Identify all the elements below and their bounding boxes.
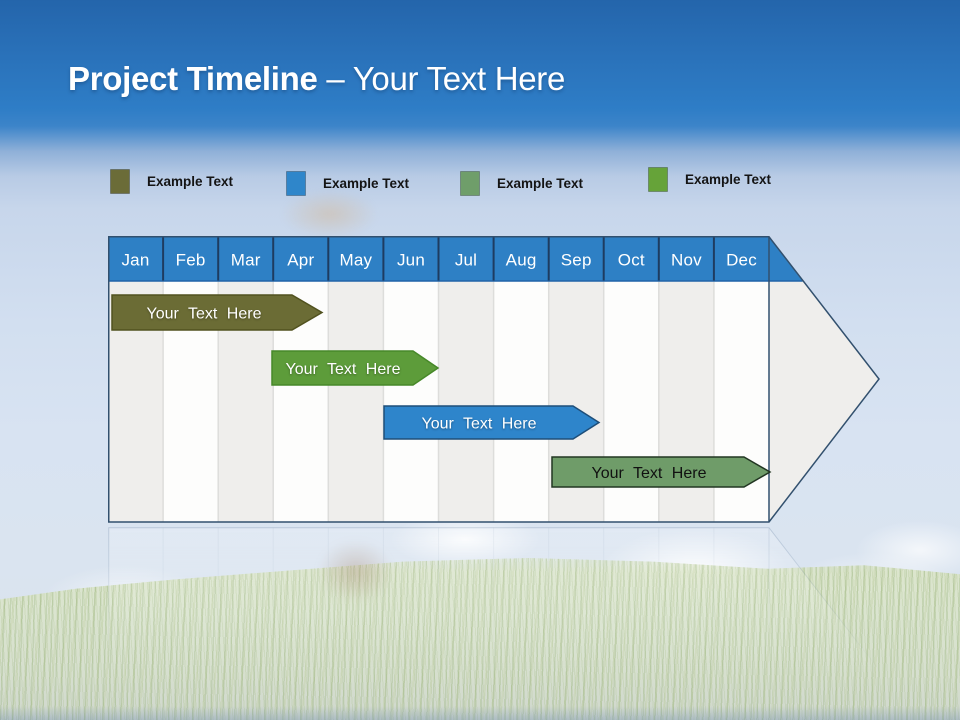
timeline-diagram: Jan Feb Mar Apr May Jun Jul Aug Sep Oct … — [108, 236, 880, 524]
month-label: May — [340, 251, 373, 270]
timeline-reflection — [108, 527, 880, 692]
legend-item-3: Example Text — [460, 171, 583, 196]
month-header-band — [109, 237, 803, 281]
legend-label: Example Text — [497, 176, 584, 191]
legend-item-1: Example Text — [110, 169, 233, 194]
milestone-label: Your Text Here — [147, 306, 262, 323]
timeline-arrow-outline — [108, 236, 880, 523]
legend-label: Example Text — [147, 174, 234, 189]
month-label: Jun — [397, 251, 425, 270]
legend-swatch-sage — [460, 171, 480, 196]
title-dash: – — [326, 60, 345, 97]
legend-label: Example Text — [685, 172, 772, 187]
legend-item-2: Example Text — [286, 171, 409, 196]
month-label: Aug — [506, 251, 537, 270]
month-label: Apr — [287, 251, 314, 270]
bottom-edge-tint — [0, 706, 960, 720]
legend-swatch-green — [648, 167, 668, 192]
month-label: Feb — [176, 251, 206, 270]
milestone-label: Your Text Here — [422, 416, 537, 433]
month-label: Nov — [671, 251, 702, 270]
milestone-label: Your Text Here — [592, 465, 707, 482]
slide-title-main: Project Timeline — [68, 60, 318, 97]
slide-title: Project Timeline – Your Text Here — [68, 60, 565, 98]
month-label: Mar — [231, 251, 261, 270]
header-cell-borders — [162, 237, 715, 281]
milestone-arrow-3: Your Text Here — [383, 405, 601, 440]
milestone-arrow-4: Your Text Here — [551, 456, 772, 488]
slide-title-placeholder: Your Text Here — [352, 60, 566, 97]
month-label: Dec — [726, 251, 757, 270]
month-label: Oct — [618, 251, 645, 270]
legend-label: Example Text — [323, 176, 410, 191]
legend-swatch-olive — [110, 169, 130, 194]
month-label: Jul — [455, 251, 477, 270]
faded-photo-artifact — [318, 540, 393, 602]
legend-swatch-blue — [286, 171, 306, 196]
month-label: Sep — [561, 251, 592, 270]
milestone-label: Your Text Here — [286, 361, 401, 378]
milestone-arrow-2: Your Text Here — [271, 350, 440, 386]
grass-background — [0, 558, 960, 720]
legend-item-4: Example Text — [648, 167, 771, 192]
milestone-arrow-1: Your Text Here — [111, 294, 324, 331]
month-label: Jan — [121, 251, 149, 270]
faded-photo-artifact — [282, 190, 377, 238]
